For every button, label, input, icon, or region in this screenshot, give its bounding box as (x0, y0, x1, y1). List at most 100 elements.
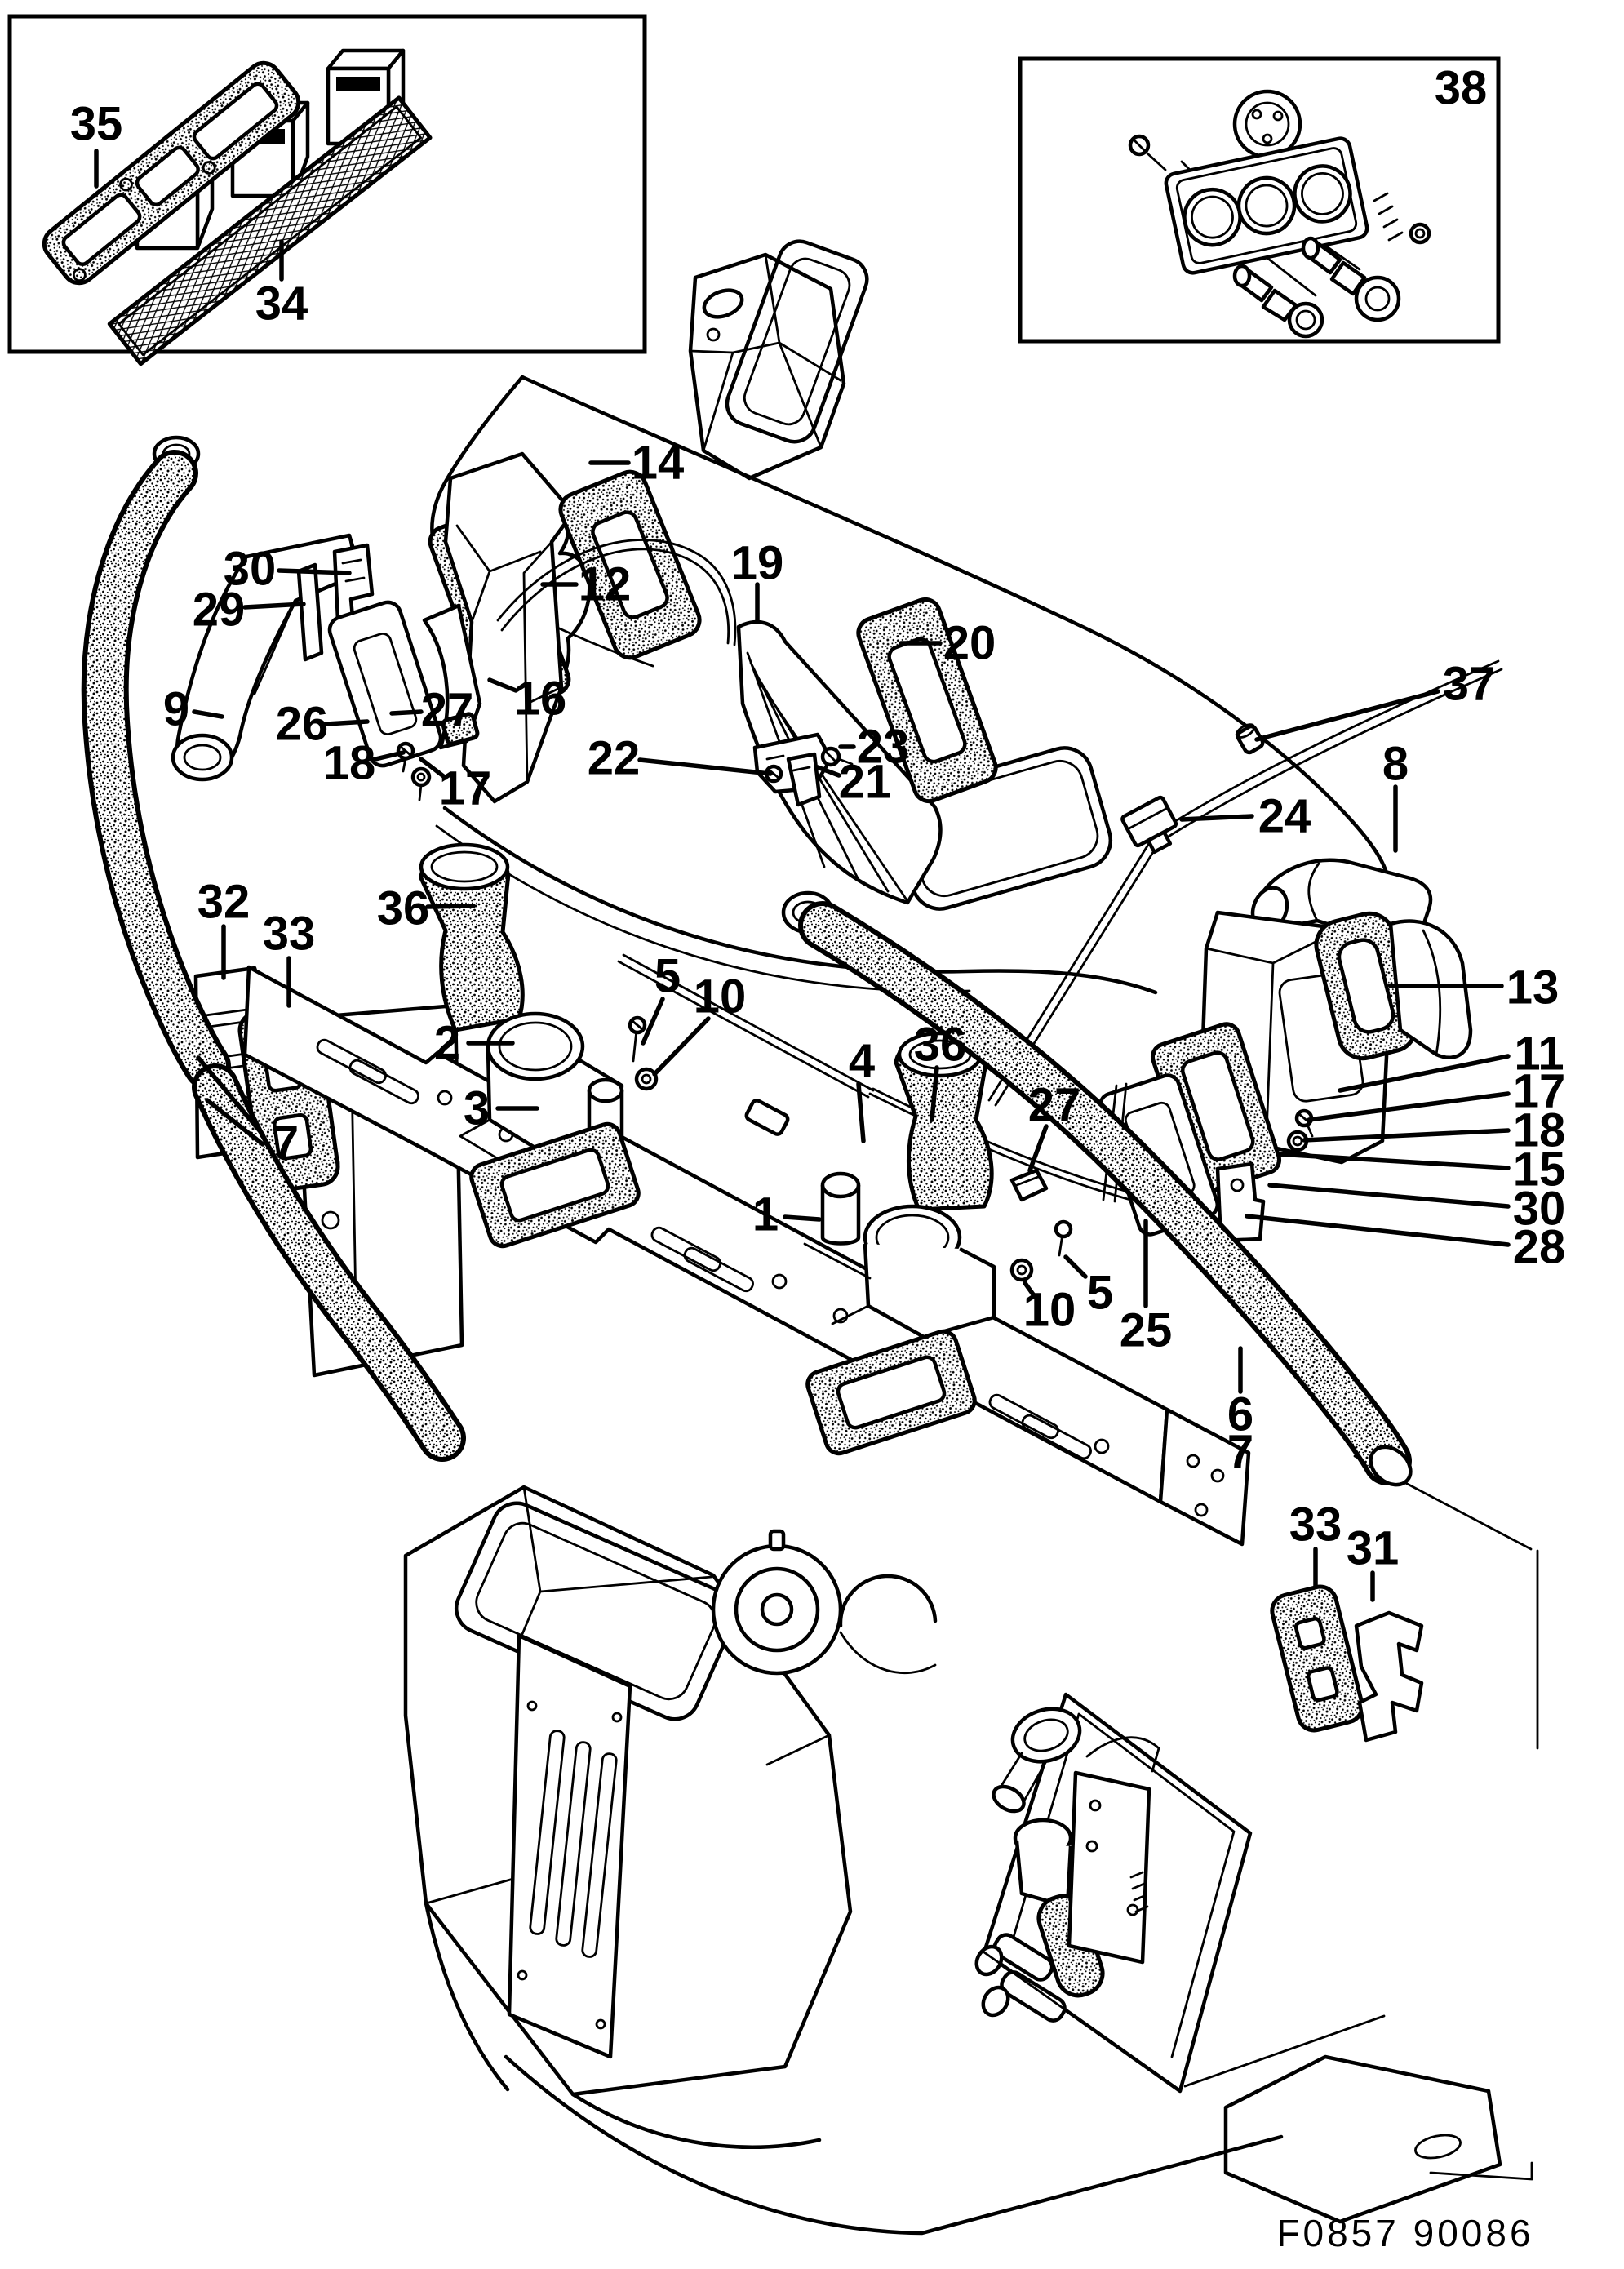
callout-5: 5 (1087, 1267, 1113, 1320)
funnel-right (1388, 919, 1473, 1059)
leader-28 (1245, 1214, 1511, 1247)
leader-7 (205, 1098, 265, 1147)
callout-11: 11 (1514, 1028, 1564, 1081)
callout-10: 10 (694, 970, 747, 1023)
callout-16: 16 (514, 673, 567, 726)
figure-code: F0857 90086 (1276, 2212, 1533, 2254)
callout-36: 36 (914, 1019, 967, 1072)
callout-17: 17 (1513, 1065, 1566, 1118)
control-cable-24 (987, 659, 1503, 1107)
leader-17 (1307, 1091, 1511, 1122)
callout-36: 36 (377, 882, 430, 935)
callout-32: 32 (197, 876, 251, 929)
control-knob-right (1301, 236, 1401, 322)
callout-30: 30 (1513, 1183, 1566, 1236)
callout-34: 34 (255, 278, 308, 331)
callout-22: 22 (588, 732, 641, 785)
leader-10 (1023, 1281, 1036, 1297)
callout-17: 17 (439, 762, 492, 815)
callout-35: 35 (70, 98, 123, 151)
leader-17 (419, 757, 448, 780)
callout-26: 26 (276, 698, 329, 751)
leader-5 (641, 997, 665, 1046)
callout-7: 7 (1227, 1426, 1253, 1479)
grille-inset-box (7, 14, 647, 366)
gasket-35 (42, 60, 301, 286)
washer-10-upper (634, 1067, 659, 1091)
washer-10-lower (1009, 1258, 1034, 1282)
callout-19: 19 (731, 537, 784, 590)
leader-1 (783, 1214, 822, 1222)
callout-20: 20 (943, 617, 996, 670)
callout-2: 2 (434, 1017, 460, 1070)
leader-11 (1338, 1054, 1511, 1093)
leader-22 (637, 757, 773, 776)
blower-motor (711, 1529, 938, 1676)
screw-38 (1128, 134, 1167, 171)
hose-7-left (81, 435, 466, 1462)
gasket-3-left (469, 1121, 641, 1249)
leader-26 (324, 719, 370, 726)
gasket-33-bottom (1270, 1584, 1364, 1733)
callout-15: 15 (1513, 1143, 1566, 1197)
valve-assembly (974, 1692, 1253, 2094)
leader-27 (1027, 1124, 1049, 1173)
leader-7 (196, 1055, 265, 1137)
washer-17-left (410, 766, 432, 801)
callout-31: 31 (1347, 1522, 1400, 1575)
screw-5-upper (628, 1015, 647, 1063)
leader-5 (1063, 1254, 1088, 1279)
control-panel-inset-box (1018, 56, 1501, 344)
callout-10: 10 (1023, 1284, 1076, 1337)
leader-30 (277, 568, 352, 575)
leader-36 (930, 1065, 939, 1122)
clip-31 (1354, 1610, 1424, 1743)
callout-37: 37 (1443, 658, 1496, 711)
leader-16 (487, 677, 518, 693)
control-knob-left (1232, 264, 1324, 339)
callout-6: 6 (1227, 1388, 1253, 1441)
leader-10 (652, 1016, 711, 1077)
callout-23: 23 (857, 721, 910, 774)
cable-clip-37 (1235, 723, 1265, 755)
callout-30: 30 (224, 543, 277, 596)
gasket-14 (558, 469, 702, 660)
leader-18 (370, 750, 406, 762)
leader-15 (1276, 1152, 1511, 1170)
callout-21: 21 (839, 756, 892, 809)
intake-duct (688, 239, 869, 481)
gasket-3-right (805, 1329, 977, 1456)
callout-4: 4 (849, 1035, 875, 1088)
clamp-27-right (1009, 1168, 1049, 1202)
control-panel-38 (1128, 89, 1431, 339)
callout-18: 18 (323, 737, 376, 790)
floor-lines (504, 1454, 1539, 2236)
screw-23 (820, 746, 854, 767)
distributor-1 (803, 1171, 996, 1339)
screw-18-left (396, 741, 415, 773)
callout-1: 1 (752, 1188, 779, 1241)
trim-27-left (422, 603, 482, 750)
callout-3: 3 (464, 1082, 490, 1135)
cable-clamp-24 (1120, 795, 1178, 855)
callout-12: 12 (579, 558, 632, 611)
callout-38: 38 (1435, 62, 1488, 115)
callout-27: 27 (1028, 1079, 1081, 1132)
callout-27: 27 (421, 684, 474, 737)
callout-29: 29 (193, 584, 246, 637)
leader-18 (1302, 1128, 1511, 1143)
callout-8: 8 (1382, 738, 1409, 791)
hose-6-right (781, 890, 1413, 1487)
callout-28: 28 (1513, 1221, 1566, 1274)
leader-30 (1267, 1183, 1511, 1209)
spring-38 (1373, 192, 1404, 242)
screw-5-lower (1054, 1219, 1073, 1257)
elbow-36-left (419, 842, 525, 1032)
leader-24 (1179, 814, 1254, 822)
heater-box (403, 1485, 938, 2149)
leader-9 (192, 709, 224, 719)
leader-36 (425, 904, 476, 909)
